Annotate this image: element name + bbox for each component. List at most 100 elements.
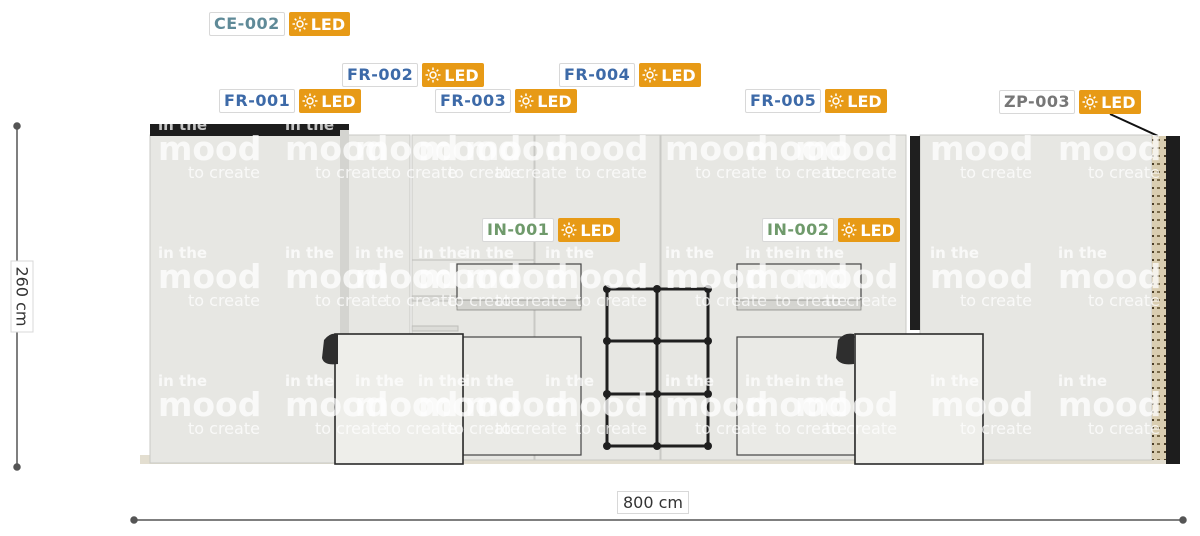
watermark-text: to create <box>695 163 767 182</box>
watermark-text: in the <box>418 116 467 134</box>
watermark-text: to create <box>775 163 847 182</box>
watermark-text: mood <box>465 129 568 168</box>
watermark-text: mood <box>745 129 848 168</box>
watermark-text: in the <box>745 244 794 262</box>
watermark-text: mood <box>355 385 458 424</box>
watermark-text: in the <box>285 116 334 134</box>
watermark-text: to create <box>695 291 767 310</box>
watermark-text: to create <box>385 163 457 182</box>
sun-icon <box>292 16 308 32</box>
watermark-text: mood <box>930 385 1033 424</box>
led-text: LED <box>310 14 346 34</box>
watermark-text: mood <box>745 257 848 296</box>
tag-zp-003[interactable]: ZP-003 LED <box>999 90 1141 114</box>
watermark-text: to create <box>825 291 897 310</box>
watermark-text: mood <box>930 257 1033 296</box>
watermark-text: in the <box>418 244 467 262</box>
cabinet-in-001-upper <box>456 263 582 307</box>
sun-icon <box>828 93 844 109</box>
watermark-text: in the <box>1058 116 1107 134</box>
watermark-text: in the <box>930 244 979 262</box>
watermark-text: to create <box>575 163 647 182</box>
led-text: LED <box>580 220 615 240</box>
watermark-text: mood <box>795 385 898 424</box>
watermark-text: to create <box>495 419 567 438</box>
led-badge: LED <box>838 218 900 242</box>
watermark-text: in the <box>355 116 404 134</box>
code-label: FR-005 <box>745 89 822 113</box>
watermark-text: to create <box>188 163 260 182</box>
watermark-text: in the <box>745 116 794 134</box>
watermark-text: mood <box>745 385 848 424</box>
watermark-text: to create <box>1088 163 1160 182</box>
watermark-text: mood <box>418 129 521 168</box>
watermark-text: to create <box>495 163 567 182</box>
watermark-text: mood <box>355 257 458 296</box>
watermark-text: in the <box>745 372 794 390</box>
tag-fr-001[interactable]: FR-001 LED <box>219 89 361 113</box>
watermark-text: to create <box>315 163 387 182</box>
watermark-text: mood <box>285 385 388 424</box>
watermark-text: in the <box>795 372 844 390</box>
tag-fr-005[interactable]: FR-005 LED <box>745 89 887 113</box>
watermark-text: to create <box>448 163 520 182</box>
led-text: LED <box>847 91 882 111</box>
cabinet-in-002-lower <box>736 336 856 456</box>
watermark-text: mood <box>665 385 768 424</box>
watermark-text: to create <box>575 291 647 310</box>
watermark-text: in the <box>665 372 714 390</box>
watermark-text: in the <box>665 116 714 134</box>
code-label: IN-001 <box>482 218 555 242</box>
watermark-text: in the <box>418 372 467 390</box>
watermark-text: mood <box>545 385 648 424</box>
watermark-text: in the <box>1058 372 1107 390</box>
watermark-text: to create <box>825 419 897 438</box>
led-badge: LED <box>422 63 484 87</box>
watermark-text: in the <box>465 116 514 134</box>
tag-in-002[interactable]: IN-002 LED <box>762 218 900 242</box>
tag-fr-004[interactable]: FR-004 LED <box>559 63 701 87</box>
watermark-text: to create <box>188 419 260 438</box>
watermark-text: mood <box>665 129 768 168</box>
sun-icon <box>841 222 857 238</box>
bar-stools <box>322 333 854 365</box>
led-badge: LED <box>558 218 620 242</box>
tag-in-001[interactable]: IN-001 LED <box>482 218 620 242</box>
watermark-text: in the <box>158 116 207 134</box>
watermark-text: to create <box>385 291 457 310</box>
right-edge <box>1166 136 1180 464</box>
sun-icon <box>425 67 441 83</box>
led-badge: LED <box>639 63 701 87</box>
watermark-text: mood <box>418 257 521 296</box>
code-label: FR-001 <box>219 89 296 113</box>
watermark-text: in the <box>285 372 334 390</box>
tag-ce-002[interactable]: CE-002 LED <box>209 12 351 36</box>
watermark-text: to create <box>1088 291 1160 310</box>
led-text: LED <box>661 65 696 85</box>
tag-fr-003[interactable]: FR-003 LED <box>435 89 577 113</box>
tag-fr-002[interactable]: FR-002 LED <box>342 63 484 87</box>
watermark-text: to create <box>448 419 520 438</box>
counters <box>334 333 984 465</box>
watermark-text: mood <box>465 385 568 424</box>
slatwall <box>1152 136 1166 460</box>
watermark-text: mood <box>545 257 648 296</box>
watermark-text: in the <box>285 244 334 262</box>
watermark-text: to create <box>315 419 387 438</box>
